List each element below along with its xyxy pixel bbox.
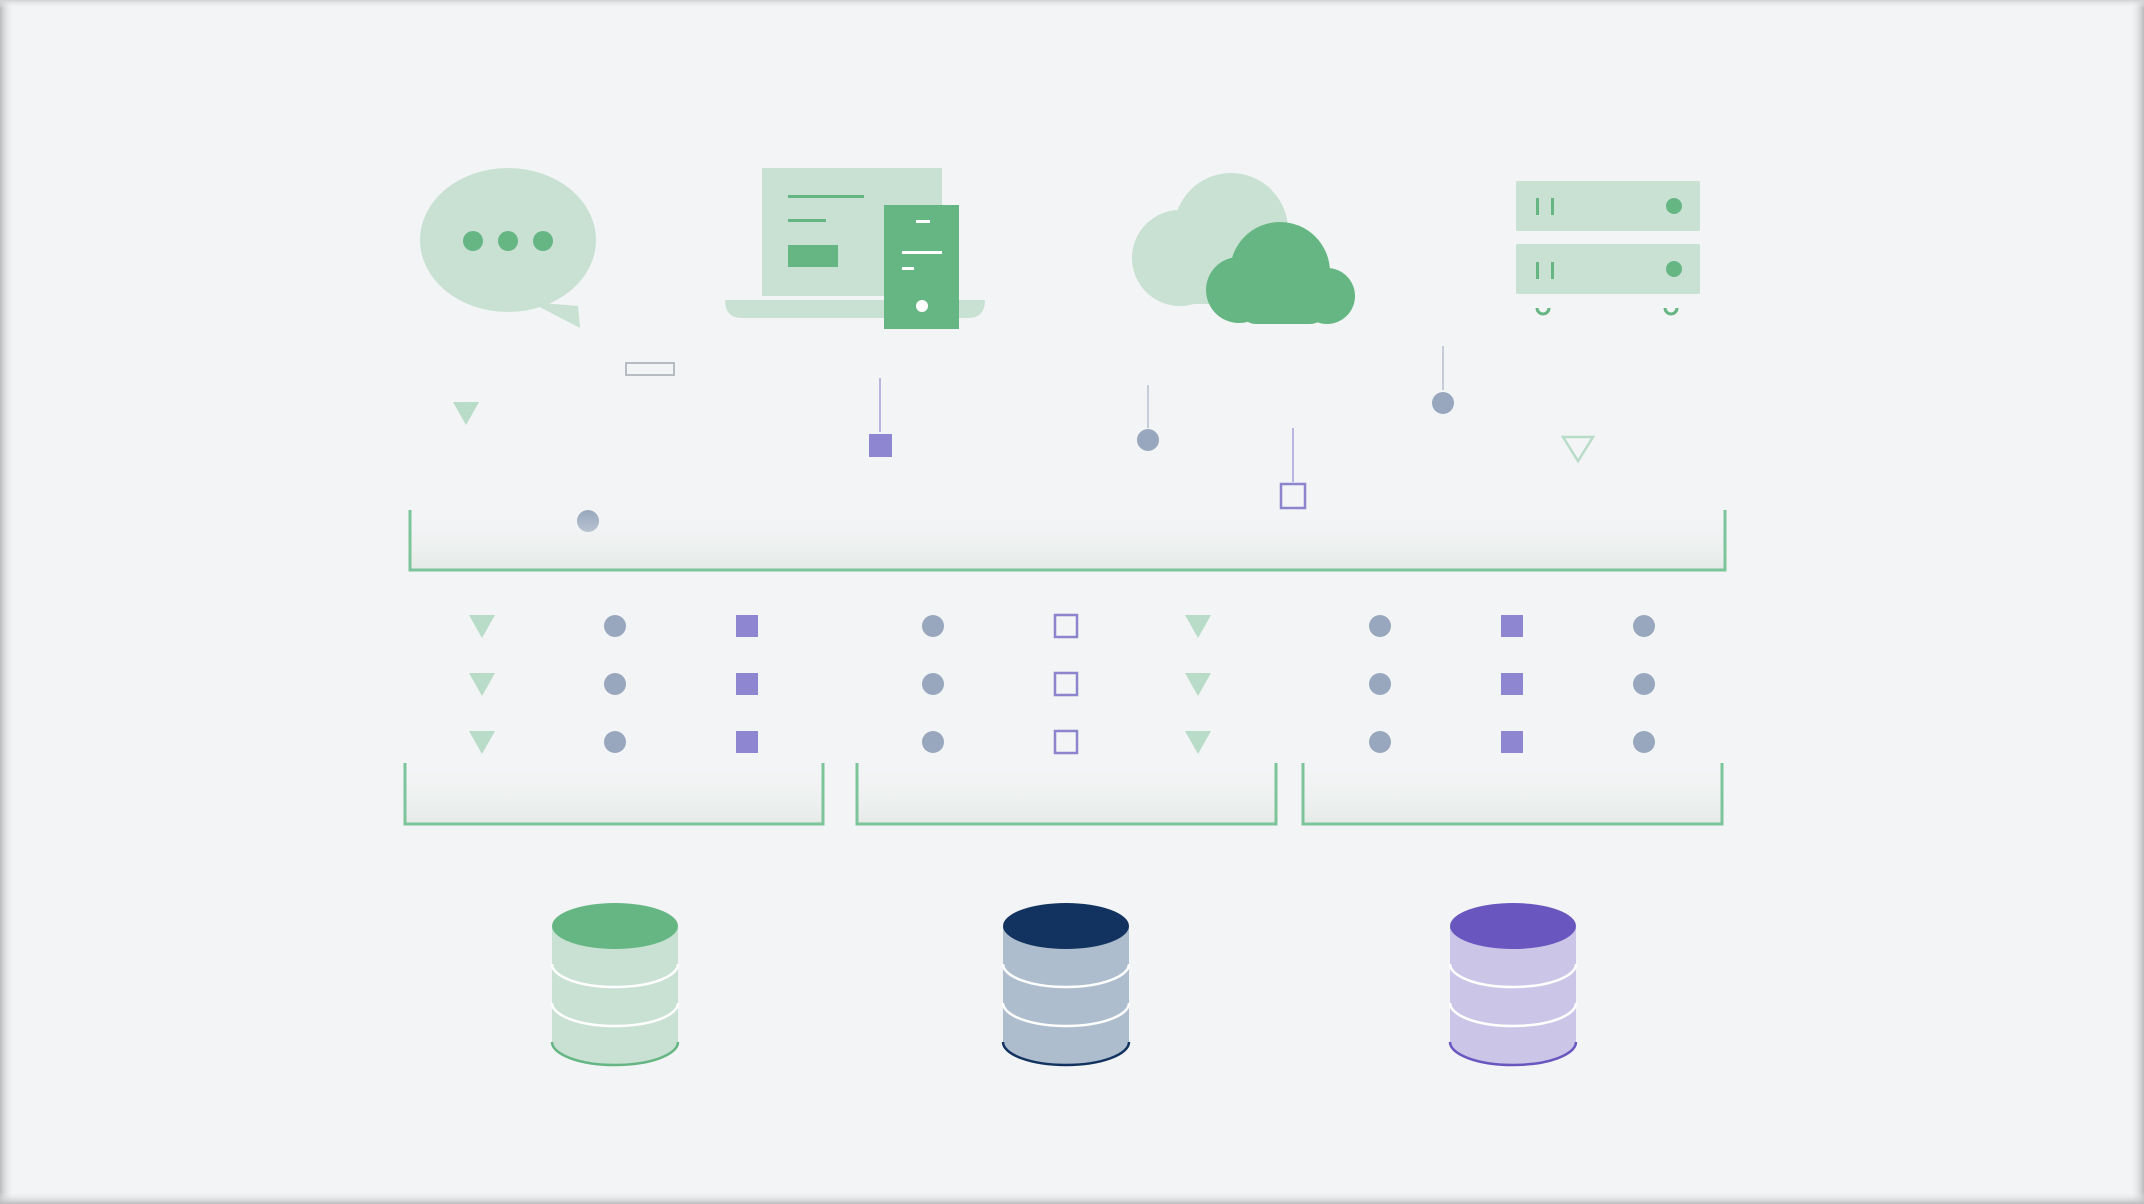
token-square — [736, 731, 758, 753]
frame-shadow-left — [0, 0, 14, 1204]
token-square — [1501, 731, 1523, 753]
frame-shadow-bottom — [0, 1192, 2144, 1204]
database-navy-icon — [1001, 903, 1131, 1067]
token-group — [403, 615, 825, 826]
token-triangle — [1185, 731, 1211, 754]
server-rack-icon — [1516, 181, 1700, 316]
token-triangle — [1185, 673, 1211, 696]
token-square — [869, 434, 892, 457]
token-dot — [604, 615, 626, 637]
token-triangle — [469, 673, 495, 696]
token-dot — [1633, 615, 1655, 637]
token-triangle — [1185, 615, 1211, 638]
token-triangle — [469, 615, 495, 638]
token-square-outline — [1053, 671, 1079, 697]
frame-shadow-right — [2130, 0, 2144, 1204]
token-dot — [922, 615, 944, 637]
token-group — [1301, 615, 1724, 826]
token-square — [1501, 673, 1523, 695]
token-dot — [1432, 392, 1454, 414]
token-triangle-outline — [1560, 435, 1596, 464]
database-violet-icon — [1448, 903, 1578, 1067]
token-square-outline — [1053, 729, 1079, 755]
token-square-outline — [1279, 482, 1307, 510]
token-dot — [1633, 731, 1655, 753]
token-dot — [1369, 615, 1391, 637]
token-dot — [922, 673, 944, 695]
collector-bracket — [408, 510, 1727, 572]
token-dot — [1137, 429, 1159, 451]
databases — [550, 903, 1578, 1067]
token-dot — [1369, 731, 1391, 753]
token-triangle — [469, 731, 495, 754]
token-square — [1501, 615, 1523, 637]
token-bar — [625, 362, 675, 376]
token-groups — [403, 613, 1724, 826]
group-bracket — [1301, 763, 1724, 826]
token-square-outline — [1053, 613, 1079, 639]
token-dot — [604, 673, 626, 695]
frame-shadow-top — [0, 0, 2144, 8]
group-bracket — [855, 763, 1278, 826]
chat-bubble-icon — [420, 168, 596, 328]
token-dot — [1369, 673, 1391, 695]
token-dot — [1633, 673, 1655, 695]
token-square — [736, 673, 758, 695]
database-green-icon — [550, 903, 680, 1067]
laptop-document-icon — [725, 168, 985, 329]
cloud-icon — [1132, 173, 1355, 324]
token-group — [855, 613, 1278, 826]
group-bracket — [403, 763, 825, 826]
token-dot — [604, 731, 626, 753]
token-triangle — [453, 402, 479, 425]
token-dot — [922, 731, 944, 753]
token-square — [736, 615, 758, 637]
